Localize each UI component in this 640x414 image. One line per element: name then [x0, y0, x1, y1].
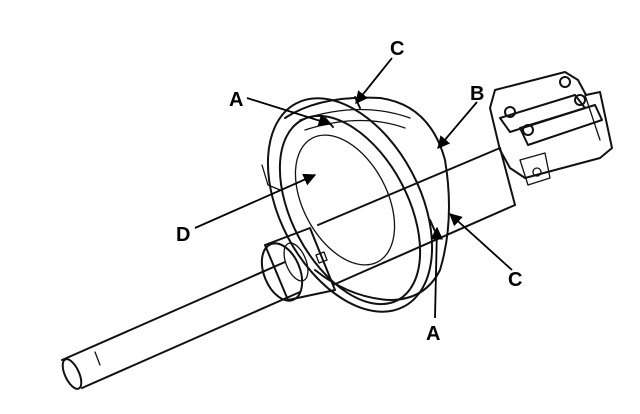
label-b: B — [470, 83, 484, 105]
leader-c-upper — [355, 57, 393, 104]
callout-labels: A C B D C A — [176, 38, 522, 345]
label-d: D — [176, 224, 190, 246]
mounting-bracket — [489, 71, 613, 186]
leader-d — [194, 173, 317, 229]
leader-lines — [194, 57, 513, 319]
leader-a-lower — [430, 226, 444, 319]
label-c-upper: C — [390, 38, 404, 60]
strut-tube — [317, 147, 516, 286]
leader-b — [437, 101, 478, 149]
label-a-upper: A — [229, 89, 243, 111]
label-c-lower: C — [508, 269, 522, 291]
spring-seat — [261, 96, 450, 313]
leader-a-upper — [246, 97, 332, 127]
label-a-lower: A — [426, 323, 440, 345]
leader-c-lower — [449, 213, 513, 271]
rod-collar — [260, 227, 336, 302]
piston-rod — [61, 261, 301, 390]
